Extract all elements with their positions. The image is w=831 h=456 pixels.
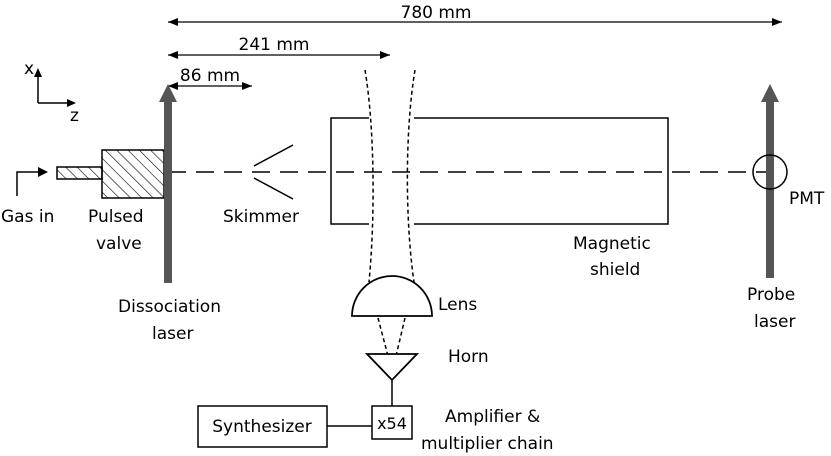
dimension-241mm-label: 241 mm [239,35,310,55]
multiplier-label: x54 [377,414,407,433]
skimmer: Skimmer [223,144,299,227]
dimension-780mm-label: 780 mm [401,3,472,23]
dimension-86mm-label: 86 mm [180,66,240,86]
dimension-241mm: 241 mm [168,35,390,59]
synthesizer: Synthesizer [197,405,372,448]
gas-in-label: Gas in [1,207,54,227]
z-axis-label: z [70,106,79,126]
synthesizer-label: Synthesizer [212,417,311,437]
pulsed-valve-label-1: Pulsed [88,207,144,227]
amplifier-label-1: Amplifier & [445,407,540,427]
horn-label: Horn [448,347,489,367]
microwave-beam [364,69,416,357]
amplifier-label-2: multiplier chain [421,434,554,454]
pulsed-valve-label-2: valve [96,234,142,254]
horn: Horn [364,347,489,406]
skimmer-label: Skimmer [223,207,299,227]
pulsed-valve: Pulsed valve [56,149,165,254]
pmt-label: PMT [789,189,825,209]
probe-laser-label-1: Probe [747,285,795,305]
pmt: PMT [752,154,825,209]
lens-label: Lens [438,295,477,315]
dissociation-laser-label-1: Dissociation [118,297,221,317]
magnetic-shield-label-1: Magnetic [573,234,651,254]
dimension-780mm: 780 mm [168,3,782,26]
magnetic-shield: Magnetic shield [330,117,669,280]
probe-laser-label-2: laser [754,312,795,332]
dissociation-laser: Dissociation laser [118,84,221,344]
x-axis-label: x [24,59,34,79]
lens: Lens [351,275,477,317]
magnetic-shield-label-2: shield [590,260,640,280]
dimension-86mm: 86 mm [168,66,252,90]
dissociation-laser-label-2: laser [152,324,193,344]
gas-inlet: Gas in [1,167,54,227]
multiplier-box: x54 Amplifier & multiplier chain [371,405,554,454]
axes-indicator: x z [24,59,79,126]
